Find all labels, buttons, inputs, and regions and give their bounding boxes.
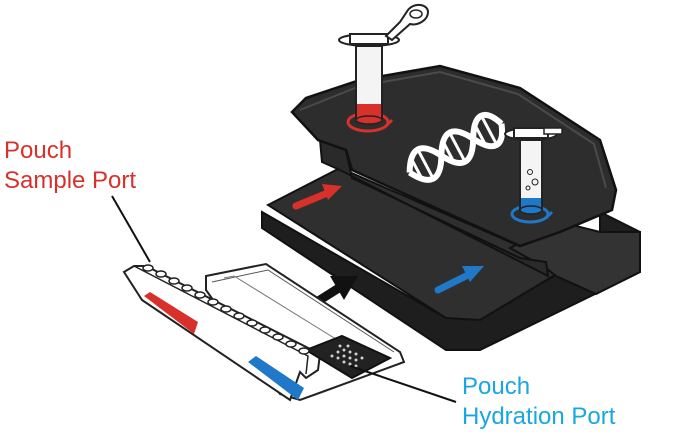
sample-label-line1: Pouch	[4, 137, 73, 164]
hydration-port-mesh	[330, 344, 364, 368]
pouch-blue-stripe	[248, 356, 304, 400]
sample-label-line2: Sample Port	[4, 167, 137, 194]
pouch-hydration-port-label: Pouch Hydration Port	[462, 372, 615, 432]
pouch	[122, 262, 406, 402]
hydration-port-leader-line	[349, 365, 457, 403]
hydration-label-line2: Hydration Port	[462, 403, 616, 430]
station-top-rim	[299, 70, 607, 189]
vial-flip-cap	[384, 4, 430, 42]
blue-guide-arrow-icon	[434, 266, 484, 294]
hydration-vial	[504, 127, 563, 215]
red-guide-arrow-icon	[292, 184, 342, 210]
pouch-red-stripe	[144, 292, 198, 334]
pouch-hydration-port	[303, 334, 393, 380]
sample-port-leader-line	[111, 195, 151, 263]
dna-helix-logo	[406, 112, 506, 183]
pouch-sample-port-label: Pouch Sample Port	[4, 136, 136, 196]
pouch-sample-wells	[142, 264, 310, 355]
sample-vial	[338, 4, 430, 125]
hydration-label-line1: Pouch	[462, 373, 531, 400]
